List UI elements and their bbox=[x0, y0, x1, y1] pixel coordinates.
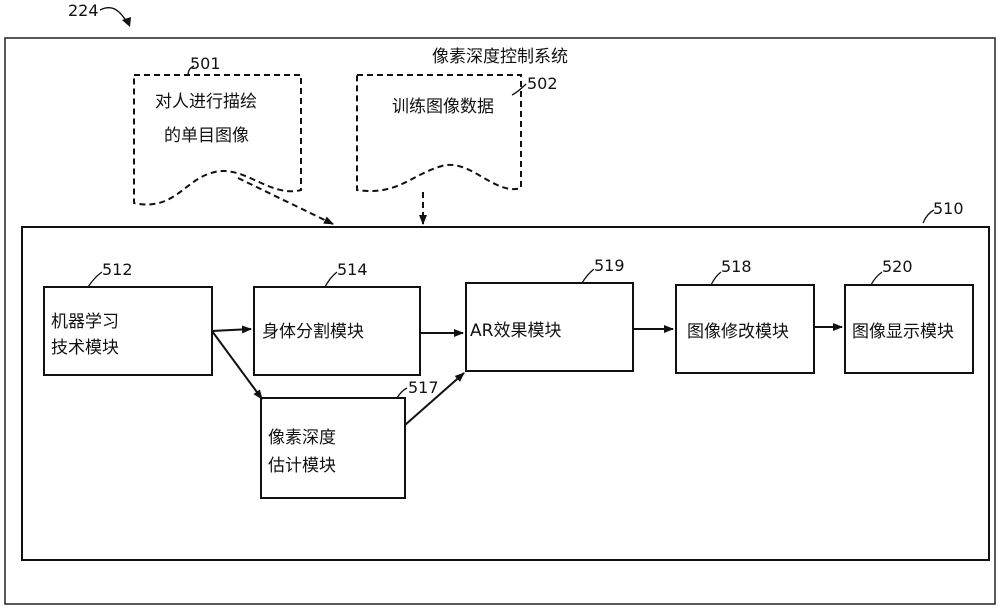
training-data-label: 训练图像数据 bbox=[392, 97, 494, 117]
depth-estimation-module-label-line1: 像素深度 bbox=[268, 428, 336, 448]
ml-module-ref-leader bbox=[87, 271, 103, 288]
ml-module-label-line2: 技术模块 bbox=[51, 338, 119, 358]
ar-effect-module-ref: 519 bbox=[594, 256, 625, 275]
image-modification-module-ref: 518 bbox=[721, 257, 752, 276]
ar-effect-module-box bbox=[465, 282, 634, 372]
single-image-ref: 501 bbox=[190, 54, 221, 73]
training-data-ref: 502 bbox=[527, 74, 558, 93]
ml-to-depth-estimation-arrow bbox=[211, 330, 263, 400]
image-display-module-box bbox=[844, 284, 974, 374]
ar-effect-module-ref-leader bbox=[581, 268, 595, 284]
body-segmentation-module-ref: 514 bbox=[337, 260, 368, 279]
image-display-module-ref-leader bbox=[870, 271, 883, 286]
figure-ref-label: 224 bbox=[68, 1, 99, 20]
depth-estimation-module-ref-leader bbox=[396, 387, 408, 399]
ml-module-label-line1: 机器学习 bbox=[51, 312, 119, 332]
depth-control-module-frame bbox=[21, 226, 990, 561]
system-frame bbox=[4, 37, 996, 605]
training-data-document bbox=[356, 74, 522, 193]
image-display-module-label: 图像显示模块 bbox=[852, 322, 954, 342]
ar-effect-module-label: AR效果模块 bbox=[470, 321, 561, 341]
image-modification-module-box bbox=[675, 284, 815, 374]
ml-to-segmentation-arrow bbox=[211, 325, 252, 334]
image-modification-module-ref-leader bbox=[710, 271, 722, 286]
image-display-module-ref: 520 bbox=[882, 257, 913, 276]
body-segmentation-module-ref-leader bbox=[324, 271, 338, 288]
ml-module-box bbox=[43, 286, 213, 376]
depth-estimation-module-ref: 517 bbox=[408, 378, 439, 397]
single-image-document bbox=[133, 74, 302, 206]
single-image-label-line2: 的单目图像 bbox=[164, 126, 249, 146]
figure-ref-arrowhead bbox=[122, 17, 131, 27]
system-title: 像素深度控制系统 bbox=[432, 47, 568, 67]
body-segmentation-module-label: 身体分割模块 bbox=[262, 322, 364, 342]
depth-control-module-ref: 510 bbox=[933, 199, 964, 218]
training-data-ref-leader bbox=[511, 83, 527, 96]
depth-control-module-ref-leader bbox=[922, 209, 935, 224]
single-image-input-arrow bbox=[237, 177, 334, 225]
single-image-ref-leader bbox=[187, 65, 195, 77]
image-modification-module-label: 图像修改模块 bbox=[687, 322, 789, 342]
depth-estimation-module-label-line2: 估计模块 bbox=[268, 456, 336, 476]
depth-estimation-to-ar-arrow bbox=[404, 372, 465, 426]
body-segmentation-module-box bbox=[253, 286, 421, 376]
depth-estimation-module-box bbox=[260, 397, 406, 499]
single-image-label-line1: 对人进行描绘 bbox=[155, 92, 257, 112]
ml-module-ref: 512 bbox=[102, 260, 133, 279]
